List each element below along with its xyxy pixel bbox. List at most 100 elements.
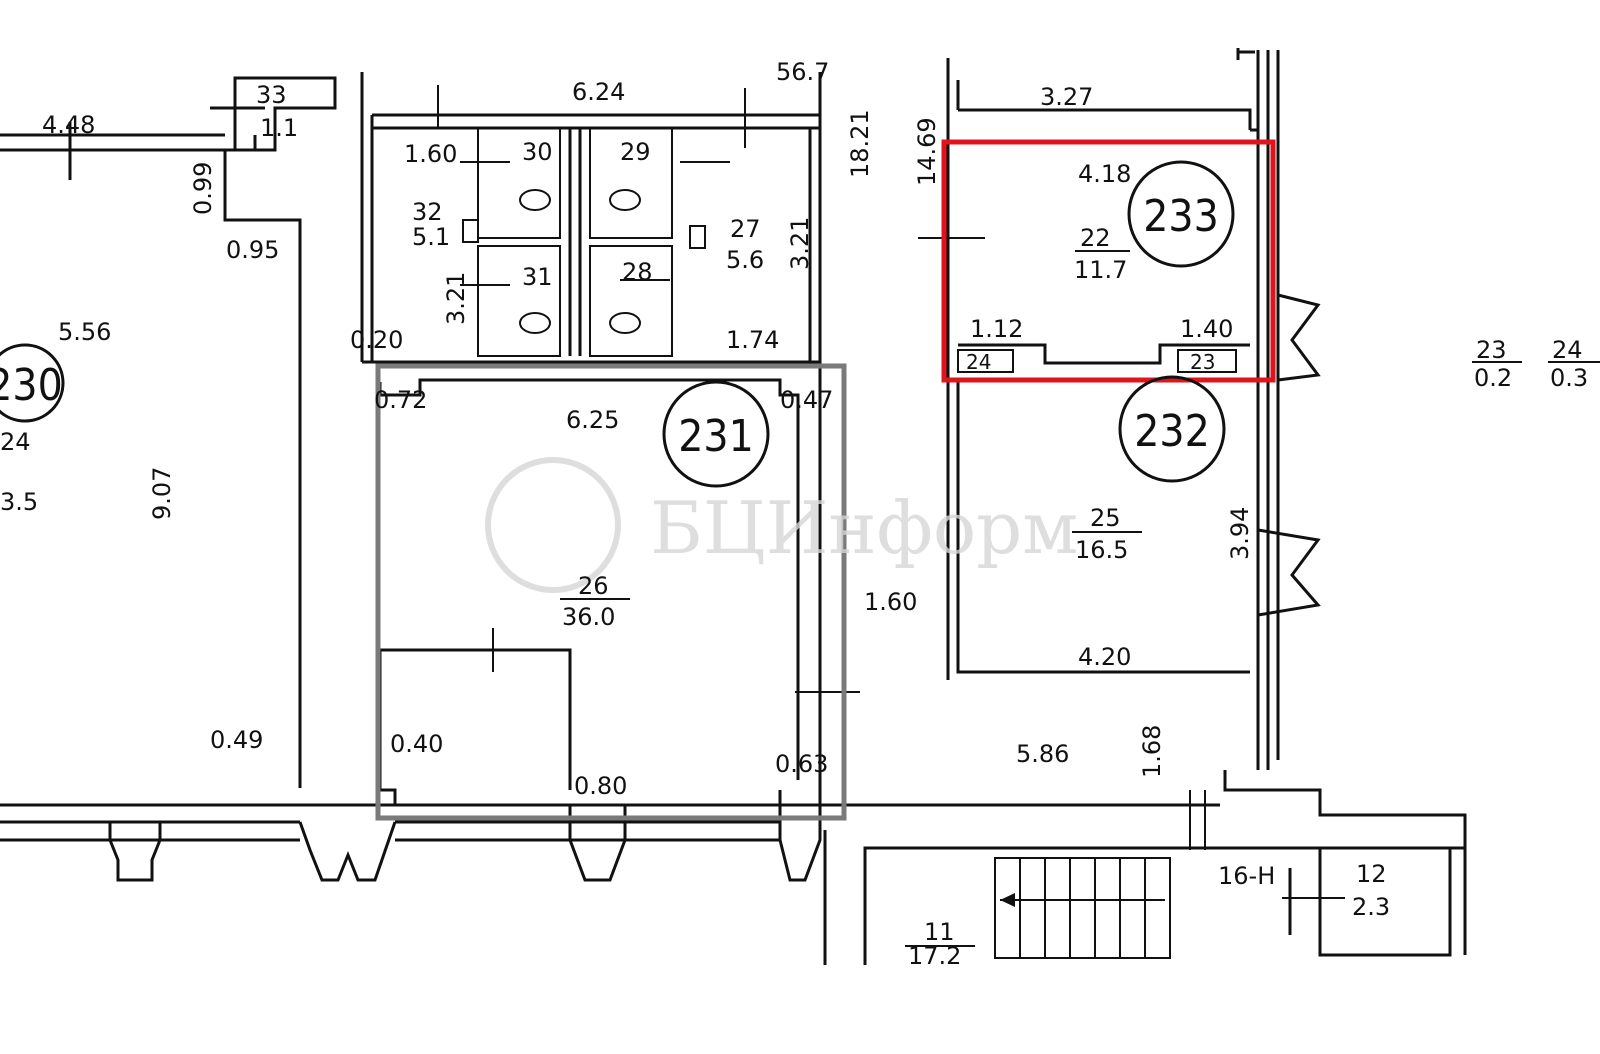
label-5-56: 5.56 [58,318,111,346]
wall-right-bottom [1223,770,1467,848]
label-23-right: 23 [1476,336,1507,364]
label-2-3: 2.3 [1352,893,1390,921]
wc-cabin-28 [589,245,673,357]
room-232-number: 232 [1134,406,1210,457]
window-3 [568,805,627,882]
window-233 [1277,293,1321,382]
room-230-number: 230 [0,360,63,411]
toilet-31 [519,312,551,334]
label-1-60b: 1.60 [864,588,917,616]
toilet-30 [519,189,551,211]
label-6-25: 6.25 [566,406,619,434]
label-1-68: 1.68 [1138,725,1166,778]
window-4 [778,790,822,882]
wall-left-col [223,150,302,788]
label-0-3: 0.3 [1550,364,1588,392]
label-0-49: 0.49 [210,726,263,754]
label-5-6: 5.6 [726,246,764,274]
wall-231-inner [378,378,800,780]
wall-room-12 [1318,848,1452,957]
wall-231-frame [362,360,822,805]
label-0-40: 0.40 [390,730,443,758]
dimension-labels: 56.7 6.24 3.27 4.48 33 1.1 0.99 0.95 5.5… [0,58,1600,970]
label-1-40: 1.40 [1180,315,1233,343]
label-0-95: 0.95 [226,236,279,264]
label-0-63: 0.63 [775,750,828,778]
label-0-99: 0.99 [189,162,217,215]
label-33: 33 [256,81,287,109]
wall-232-frame [956,380,1250,674]
label-0-2: 0.2 [1474,364,1512,392]
wall-231-partition [380,648,572,790]
room-231-circle [662,380,770,488]
label-18-21: 18.21 [846,109,874,178]
label-27: 27 [730,215,761,243]
room-233-number: 233 [1143,191,1219,242]
label-0-72: 0.72 [374,386,427,414]
label-0-20: 0.20 [350,326,403,354]
label-14-69: 14.69 [913,117,941,186]
label-3-21b: 3.21 [442,272,470,325]
label-1-1: 1.1 [260,114,298,142]
label-24-right: 24 [1552,336,1583,364]
toilet-28 [609,312,641,334]
label-22: 22 [1080,224,1111,252]
toilet-29 [609,189,641,211]
watermark-text: БЦИнформ [650,486,1078,570]
label-4-18: 4.18 [1078,160,1131,188]
room-231-outline [375,363,847,821]
room-230-circle [0,343,65,423]
label-6-24: 6.24 [572,78,625,106]
wall-room-33 [225,76,337,152]
bottom-mask [0,966,1600,1054]
room-231-number: 231 [678,411,754,462]
label-9-07: 9.07 [148,467,176,520]
watermark: БЦИнформ [485,457,1078,593]
window-232 [1257,528,1321,617]
label-12: 12 [1356,860,1387,888]
label-3-94: 3.94 [1226,507,1254,560]
label-29: 29 [620,138,651,166]
label-5-1: 5.1 [412,223,450,251]
label-1-60a: 1.60 [404,140,457,168]
label-3-27: 3.27 [1040,83,1093,111]
label-11: 11 [924,918,955,946]
wall-233-bottom [958,343,1250,365]
stairs [994,857,1171,959]
sink-right [689,225,706,249]
label-24-small: 24 [966,350,991,374]
label-11-7: 11.7 [1074,256,1127,284]
watermark-logo-icon [485,457,621,593]
label-17-2: 17.2 [908,942,961,970]
wall-top-233 [958,108,1252,130]
label-0-80: 0.80 [574,772,627,800]
closet-23 [1177,349,1237,373]
label-3-5: 3.5 [0,488,38,516]
wc-cabin-31 [477,245,561,357]
window-2 [298,821,397,882]
label-24-left: 24 [0,428,31,456]
label-30: 30 [522,138,553,166]
label-31: 31 [522,263,553,291]
label-5-86: 5.86 [1016,740,1069,768]
label-26: 26 [578,572,609,600]
room-233-highlight [941,139,1276,383]
stair-box [994,857,1171,959]
label-1-74: 1.74 [726,326,779,354]
label-3-21a: 3.21 [786,217,814,270]
label-0-47: 0.47 [780,386,833,414]
label-23-small: 23 [1190,350,1215,374]
stair-arrow-head [1000,893,1015,907]
wc-cabin-29 [589,127,673,239]
label-28: 28 [622,258,653,286]
wall-lower-block [863,846,1467,965]
wall-231-left [378,650,397,805]
sink-left [462,219,479,243]
room-232-circle [1118,375,1226,483]
window-1 [108,822,162,882]
label-36-0: 36.0 [562,603,615,631]
closet-24 [957,349,1014,373]
label-25: 25 [1090,504,1121,532]
label-16-5: 16.5 [1075,536,1128,564]
